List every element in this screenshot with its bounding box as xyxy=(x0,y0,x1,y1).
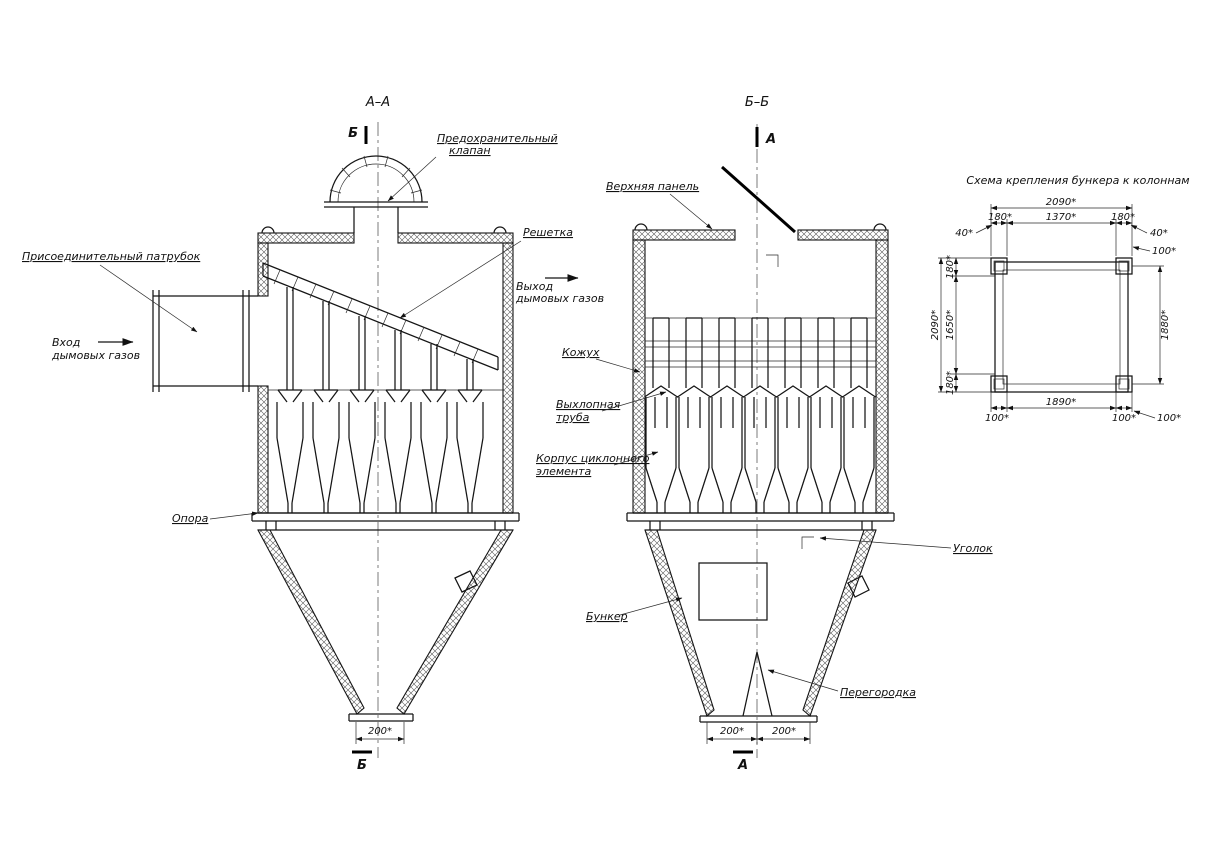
svg-text:180*: 180* xyxy=(945,255,956,279)
partition xyxy=(742,651,773,717)
mounting-scheme: Схема крепления бункера к колоннам 2090*… xyxy=(930,174,1190,424)
support-beam xyxy=(626,512,895,530)
grate-label: Решетка xyxy=(399,226,573,319)
svg-text:2090*: 2090* xyxy=(930,310,941,340)
svg-text:Выход: Выход xyxy=(516,280,553,293)
svg-text:Решетка: Решетка xyxy=(523,226,573,239)
section-marker-a-top: А xyxy=(755,127,776,147)
view-section-b-b: Б–Б А Верхняя панель xyxy=(536,95,993,773)
mounting-scheme-title: Схема крепления бункера к колоннам xyxy=(966,174,1189,187)
svg-text:40*: 40* xyxy=(955,228,973,239)
svg-text:А: А xyxy=(737,758,748,773)
svg-text:180*: 180* xyxy=(988,212,1012,223)
svg-text:труба: труба xyxy=(556,411,590,424)
svg-text:Предохранительный: Предохранительный xyxy=(437,132,558,145)
svg-text:100*: 100* xyxy=(985,413,1009,424)
dim-200-left-view: 200* xyxy=(355,722,405,744)
safety-valve xyxy=(324,155,428,233)
frame xyxy=(990,257,1133,393)
svg-text:200*: 200* xyxy=(368,726,392,737)
grate xyxy=(262,262,499,371)
inlet-pipe-label: Присоединительный патрубок xyxy=(22,250,201,333)
svg-text:элемента: элемента xyxy=(536,465,592,478)
svg-text:Б: Б xyxy=(348,126,358,141)
section-marker-a-bottom: А xyxy=(733,750,753,773)
svg-text:Уголок: Уголок xyxy=(953,542,993,555)
svg-text:100*: 100* xyxy=(1152,246,1176,257)
hopper-hatch xyxy=(698,562,768,621)
hopper-vibrator xyxy=(454,570,478,593)
svg-text:Корпус циклонного: Корпус циклонного xyxy=(536,452,650,465)
support-label: Опора xyxy=(172,511,259,525)
corner-mark-top xyxy=(766,254,779,267)
svg-text:Выхлопная: Выхлопная xyxy=(556,398,621,411)
svg-text:2090*: 2090* xyxy=(1046,197,1076,208)
section-marker-b-top: Б xyxy=(348,126,368,144)
svg-text:Присоединительный патрубок: Присоединительный патрубок xyxy=(22,250,201,263)
dims-top: 2090* 180* 1370* 180* 40* 40* 100* xyxy=(955,197,1176,257)
inlet-duct xyxy=(152,290,258,392)
gas-inlet-label: Вход дымовых газов xyxy=(51,336,140,362)
svg-text:Кожух: Кожух xyxy=(562,346,600,359)
dims-left: 180* 1650* 180* 2090* xyxy=(930,255,995,395)
view-section-a-a: А–А Б Предохранительный клапан xyxy=(22,95,604,773)
svg-text:Опора: Опора xyxy=(172,512,209,525)
svg-text:40*: 40* xyxy=(1150,228,1168,239)
svg-text:180*: 180* xyxy=(945,371,956,395)
top-panel-open xyxy=(721,165,796,234)
svg-text:клапан: клапан xyxy=(449,144,491,157)
body-roof xyxy=(632,223,889,241)
partition-label: Перегородка xyxy=(767,669,916,699)
svg-text:Вход: Вход xyxy=(52,336,80,349)
svg-text:дымовых газов: дымовых газов xyxy=(515,292,604,305)
dims-bottom: 1890* 100* 100* 100* xyxy=(985,392,1181,424)
hopper-vibrator xyxy=(847,575,870,598)
svg-text:200*: 200* xyxy=(720,726,744,737)
svg-text:1890*: 1890* xyxy=(1046,397,1076,408)
tube-sheet-zigzag xyxy=(644,385,876,398)
corner-mark-bottom xyxy=(801,536,814,549)
section-marker-b-bottom: Б xyxy=(352,750,372,773)
tube-bank xyxy=(644,317,876,514)
svg-text:100*: 100* xyxy=(1157,413,1181,424)
hopper xyxy=(644,529,877,723)
svg-text:Верхняя панель: Верхняя панель xyxy=(606,180,699,193)
top-panel-label: Верхняя панель xyxy=(606,180,713,230)
svg-text:Бункер: Бункер xyxy=(586,610,628,623)
section-a-a-title: А–А xyxy=(365,95,390,110)
hopper xyxy=(257,529,514,722)
hopper-label: Бункер xyxy=(586,597,683,623)
dims-right: 1880* xyxy=(1132,265,1171,385)
body-roof xyxy=(257,226,514,244)
cyclone-body-label: Корпус циклонного элемента xyxy=(536,451,659,478)
svg-text:Б: Б xyxy=(357,758,367,773)
svg-text:1650*: 1650* xyxy=(945,310,956,340)
svg-text:100*: 100* xyxy=(1112,413,1136,424)
exhaust-pipe-label: Выхлопная труба xyxy=(556,391,667,424)
cyclone-elements xyxy=(268,287,503,514)
svg-text:Перегородка: Перегородка xyxy=(840,686,916,699)
svg-text:дымовых газов: дымовых газов xyxy=(51,349,140,362)
gas-outlet-label: Выход дымовых газов xyxy=(515,274,604,305)
dim-200-middle-view: 200* 200* xyxy=(706,722,811,744)
svg-text:1370*: 1370* xyxy=(1046,212,1076,223)
safety-valve-label: Предохранительный клапан xyxy=(387,132,558,202)
support-beam xyxy=(251,512,520,530)
body-walls xyxy=(257,242,514,514)
svg-text:1880*: 1880* xyxy=(1160,310,1171,340)
angle-bracket-label: Уголок xyxy=(819,536,993,555)
section-b-b-title: Б–Б xyxy=(745,95,769,110)
svg-text:180*: 180* xyxy=(1111,212,1135,223)
svg-text:200*: 200* xyxy=(772,726,796,737)
body-walls xyxy=(632,239,889,514)
casing-label: Кожух xyxy=(562,346,641,373)
svg-text:А: А xyxy=(765,132,776,147)
